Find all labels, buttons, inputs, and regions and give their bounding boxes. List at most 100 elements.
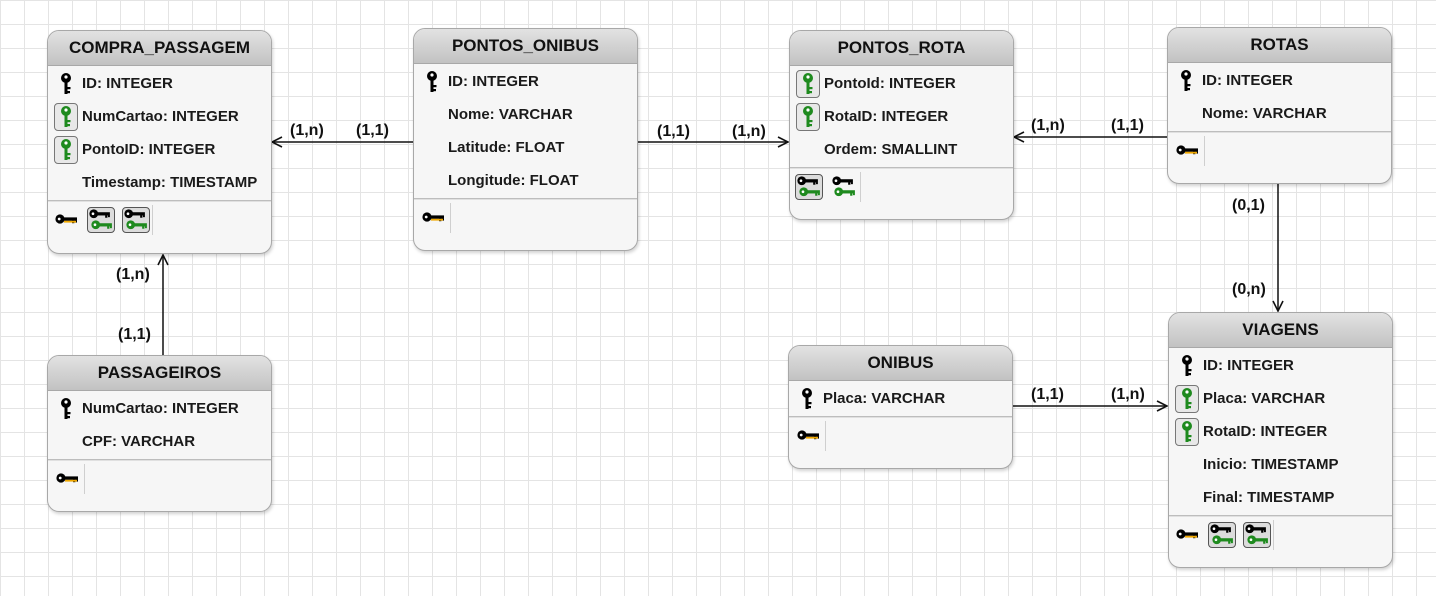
foreign-key-icon <box>796 69 820 98</box>
field-row[interactable]: Nome: VARCHAR <box>1168 97 1391 130</box>
entity-compra-passagem[interactable]: COMPRA_PASSAGEM ID: INTEGER NumCartao: I… <box>47 30 272 254</box>
field-label: ID: INTEGER <box>82 75 173 92</box>
foreign-key-icon <box>54 102 78 131</box>
entity-title: PONTOS_ONIBUS <box>414 29 637 64</box>
entity-viagens[interactable]: VIAGENS ID: INTEGER Placa: VARCHAR RotaI… <box>1168 312 1393 568</box>
field-label: NumCartao: INTEGER <box>82 400 239 417</box>
entity-rotas[interactable]: ROTAS ID: INTEGER Nome: VARCHAR <box>1167 27 1392 184</box>
field-row[interactable]: RotaID: INTEGER <box>1169 415 1392 448</box>
field-row[interactable]: Inicio: TIMESTAMP <box>1169 448 1392 481</box>
cardinality-label: (1,n) <box>290 122 324 139</box>
entity-title: VIAGENS <box>1169 313 1392 348</box>
primary-key-icon <box>420 68 444 96</box>
field-row[interactable]: Timestamp: TIMESTAMP <box>48 166 271 199</box>
field-label: PontoId: INTEGER <box>824 75 956 92</box>
field-row[interactable]: NumCartao: INTEGER <box>48 392 271 425</box>
entity-title: PASSAGEIROS <box>48 356 271 391</box>
blank-icon <box>1175 451 1199 479</box>
field-row[interactable]: Final: TIMESTAMP <box>1169 481 1392 514</box>
primary-key-icon <box>54 395 78 423</box>
primary-key-index-icon[interactable] <box>418 203 451 233</box>
field-row[interactable]: PontoID: INTEGER <box>48 133 271 166</box>
field-row[interactable]: ID: INTEGER <box>1168 64 1391 97</box>
field-row[interactable]: CPF: VARCHAR <box>48 425 271 458</box>
cardinality-label: (0,1) <box>1232 197 1265 214</box>
field-label: ID: INTEGER <box>1203 357 1294 374</box>
primary-key-icon <box>795 385 819 413</box>
entity-title: COMPRA_PASSAGEM <box>48 31 271 66</box>
cardinality-label: (1,n) <box>1111 386 1145 403</box>
cardinality-label: (1,1) <box>1111 117 1144 134</box>
cardinality-label: (1,1) <box>118 326 151 343</box>
blank-icon <box>420 101 444 129</box>
foreign-key-icon <box>1175 417 1199 446</box>
blank-icon <box>54 428 78 456</box>
primary-key-index-icon[interactable] <box>793 421 826 451</box>
field-row[interactable]: ID: INTEGER <box>1169 349 1392 382</box>
blank-icon <box>54 169 78 197</box>
field-label: Inicio: TIMESTAMP <box>1203 456 1339 473</box>
field-label: Timestamp: TIMESTAMP <box>82 174 258 191</box>
field-label: RotaID: INTEGER <box>824 108 949 125</box>
field-row[interactable]: Ordem: SMALLINT <box>790 133 1013 166</box>
cardinality-label: (1,n) <box>732 123 766 140</box>
primary-key-index-icon[interactable] <box>52 464 85 494</box>
entity-pontos-rota[interactable]: PONTOS_ROTA PontoId: INTEGER RotaID: INT… <box>789 30 1014 220</box>
blank-icon <box>796 136 820 164</box>
foreign-key-index-icon[interactable] <box>828 172 861 202</box>
cardinality-label: (1,1) <box>1031 386 1064 403</box>
field-row[interactable]: Nome: VARCHAR <box>414 98 637 131</box>
field-row[interactable]: NumCartao: INTEGER <box>48 100 271 133</box>
primary-key-index-icon[interactable] <box>52 205 82 235</box>
foreign-key-index-icon[interactable] <box>794 172 824 202</box>
field-label: CPF: VARCHAR <box>82 433 196 450</box>
field-label: Latitude: FLOAT <box>448 139 565 156</box>
field-label: Longitude: FLOAT <box>448 172 579 189</box>
blank-icon <box>1175 484 1199 512</box>
foreign-key-icon <box>796 102 820 131</box>
blank-icon <box>420 134 444 162</box>
entity-title: ROTAS <box>1168 28 1391 63</box>
primary-key-index-icon[interactable] <box>1173 520 1203 550</box>
field-label: Placa: VARCHAR <box>1203 390 1326 407</box>
blank-icon <box>420 167 444 195</box>
primary-key-icon <box>1174 67 1198 95</box>
foreign-key-index-icon[interactable] <box>1241 520 1274 550</box>
cardinality-label: (0,n) <box>1232 281 1266 298</box>
field-label: Nome: VARCHAR <box>1202 105 1327 122</box>
field-label: Placa: VARCHAR <box>823 390 946 407</box>
field-label: Ordem: SMALLINT <box>824 141 958 158</box>
entity-onibus[interactable]: ONIBUS Placa: VARCHAR <box>788 345 1013 469</box>
cardinality-label: (1,1) <box>356 122 389 139</box>
blank-icon <box>1174 100 1198 128</box>
field-label: PontoID: INTEGER <box>82 141 216 158</box>
field-row[interactable]: ID: INTEGER <box>48 67 271 100</box>
foreign-key-index-icon[interactable] <box>120 205 153 235</box>
field-row[interactable]: PontoId: INTEGER <box>790 67 1013 100</box>
cardinality-label: (1,1) <box>657 123 690 140</box>
field-row[interactable]: ID: INTEGER <box>414 65 637 98</box>
entity-title: ONIBUS <box>789 346 1012 381</box>
primary-key-index-icon[interactable] <box>1172 136 1205 166</box>
field-row[interactable]: Latitude: FLOAT <box>414 131 637 164</box>
field-label: Final: TIMESTAMP <box>1203 489 1335 506</box>
field-row[interactable]: Longitude: FLOAT <box>414 164 637 197</box>
foreign-key-icon <box>1175 384 1199 413</box>
entity-pontos-onibus[interactable]: PONTOS_ONIBUS ID: INTEGER Nome: VARCHAR … <box>413 28 638 251</box>
foreign-key-index-icon[interactable] <box>86 205 116 235</box>
field-label: NumCartao: INTEGER <box>82 108 239 125</box>
cardinality-label: (1,n) <box>1031 117 1065 134</box>
foreign-key-icon <box>54 135 78 164</box>
field-label: RotaID: INTEGER <box>1203 423 1328 440</box>
field-label: Nome: VARCHAR <box>448 106 573 123</box>
field-row[interactable]: Placa: VARCHAR <box>789 382 1012 415</box>
field-label: ID: INTEGER <box>448 73 539 90</box>
entity-passageiros[interactable]: PASSAGEIROS NumCartao: INTEGER CPF: VARC… <box>47 355 272 512</box>
field-row[interactable]: RotaID: INTEGER <box>790 100 1013 133</box>
primary-key-icon <box>1175 352 1199 380</box>
field-row[interactable]: Placa: VARCHAR <box>1169 382 1392 415</box>
entity-title: PONTOS_ROTA <box>790 31 1013 66</box>
foreign-key-index-icon[interactable] <box>1207 520 1237 550</box>
field-label: ID: INTEGER <box>1202 72 1293 89</box>
